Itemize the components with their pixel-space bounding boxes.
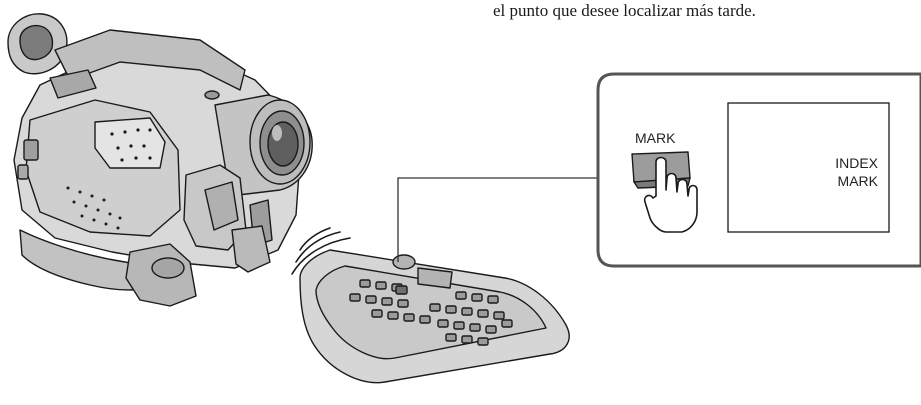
- infrared-signal-icon: [291, 227, 351, 275]
- screen-display: [727, 102, 890, 233]
- callout-leader-line: [397, 177, 600, 262]
- screen-index-text: INDEX: [835, 155, 878, 171]
- camcorder-illustration: [7, 13, 313, 307]
- finger-press-icon: [643, 156, 698, 233]
- remote-commander-illustration: [299, 249, 570, 384]
- caption-text: el punto que desee localizar más tarde.: [493, 1, 756, 20]
- mark-button-label: MARK: [635, 130, 676, 146]
- screen-mark-text: MARK: [838, 173, 879, 189]
